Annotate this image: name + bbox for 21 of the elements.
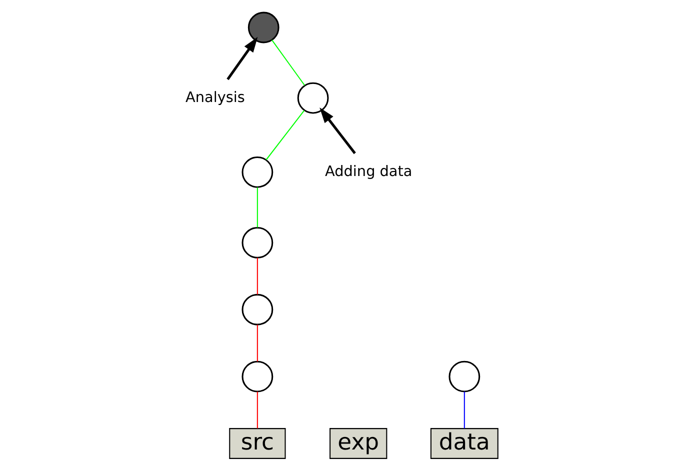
node-box: exp <box>329 428 387 459</box>
node-box: data <box>430 428 498 459</box>
arrow <box>319 108 356 154</box>
connector <box>270 40 305 86</box>
connector <box>265 110 304 160</box>
connector <box>463 392 464 428</box>
connector <box>256 258 258 295</box>
node-text: Adding data <box>324 164 412 180</box>
node-circle <box>241 227 273 258</box>
connector <box>256 187 258 228</box>
node-circle <box>241 294 273 326</box>
arrow <box>226 36 258 80</box>
node-circle <box>241 360 273 392</box>
node-text: Analysis <box>185 90 244 106</box>
node-circle <box>296 82 328 114</box>
connector <box>256 392 258 428</box>
node-circle <box>241 156 273 188</box>
connector <box>256 324 258 362</box>
node-circle <box>247 12 279 44</box>
node-circle <box>448 360 480 392</box>
node-box: src <box>228 428 286 459</box>
